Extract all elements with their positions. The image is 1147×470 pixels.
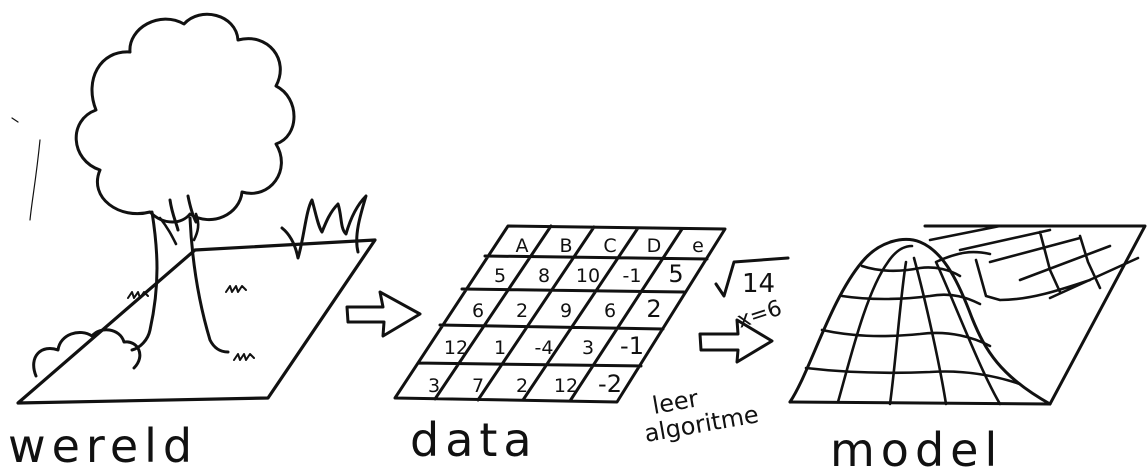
table-header-cell: A — [516, 235, 529, 257]
table-header-cell: e — [692, 235, 704, 257]
table-cell: 5 — [494, 265, 506, 287]
table-header-cell: D — [647, 235, 662, 257]
table-header-cell: C — [603, 235, 616, 257]
tree-branch-icon — [158, 212, 200, 246]
table-cell: 5 — [668, 260, 683, 288]
table-cell: 6 — [604, 300, 616, 322]
sqrt-symbol-icon — [714, 256, 790, 298]
tree-trunk-icon — [130, 194, 230, 354]
table-cell: 2 — [516, 300, 528, 322]
table-cell: 2 — [516, 375, 528, 397]
stray-stroke — [11, 117, 41, 221]
model-surface — [788, 224, 1147, 406]
sqrt-value: 14 — [742, 269, 775, 299]
formula: 14 x=6 — [714, 256, 790, 334]
arrow-icon — [345, 290, 422, 338]
table-header-cell: B — [559, 235, 572, 257]
table-cell: 3 — [428, 375, 440, 397]
table-cell: 10 — [576, 265, 600, 287]
data-label: data — [410, 413, 538, 467]
table-cell: 12 — [444, 337, 468, 359]
table-cell: -4 — [535, 337, 554, 359]
table-cell: 7 — [472, 375, 484, 397]
arrow-icon — [698, 318, 774, 364]
model-peak-curve — [788, 238, 1052, 406]
table-cell: 6 — [472, 300, 484, 322]
equation: x=6 — [734, 296, 785, 334]
table-grid — [393, 224, 727, 404]
table-cell: 9 — [560, 300, 572, 322]
table-cell: -1 — [623, 265, 642, 287]
tree-crown-icon — [74, 12, 296, 224]
world-label: wereld — [8, 419, 198, 470]
table-cell: 1 — [494, 337, 506, 359]
table-cell: 3 — [582, 337, 594, 359]
model-grid — [804, 264, 1022, 386]
table-cell: -1 — [620, 332, 644, 360]
table-cell: 8 — [538, 265, 550, 287]
grass-mark-icon — [233, 353, 255, 361]
grass-mark-icon — [127, 291, 149, 299]
bush-icon — [32, 328, 142, 378]
world-illustration — [11, 12, 377, 405]
table-cell: -2 — [598, 370, 622, 398]
model-plane-outline — [788, 224, 1147, 406]
model-grid — [836, 224, 1140, 406]
grass-mark-icon — [225, 285, 247, 293]
table-cell: 12 — [554, 375, 578, 397]
grass-tuft-icon — [280, 194, 368, 260]
world-ground-plane — [16, 238, 377, 405]
model-label: model — [830, 423, 1003, 470]
table-cell: 2 — [646, 295, 661, 323]
